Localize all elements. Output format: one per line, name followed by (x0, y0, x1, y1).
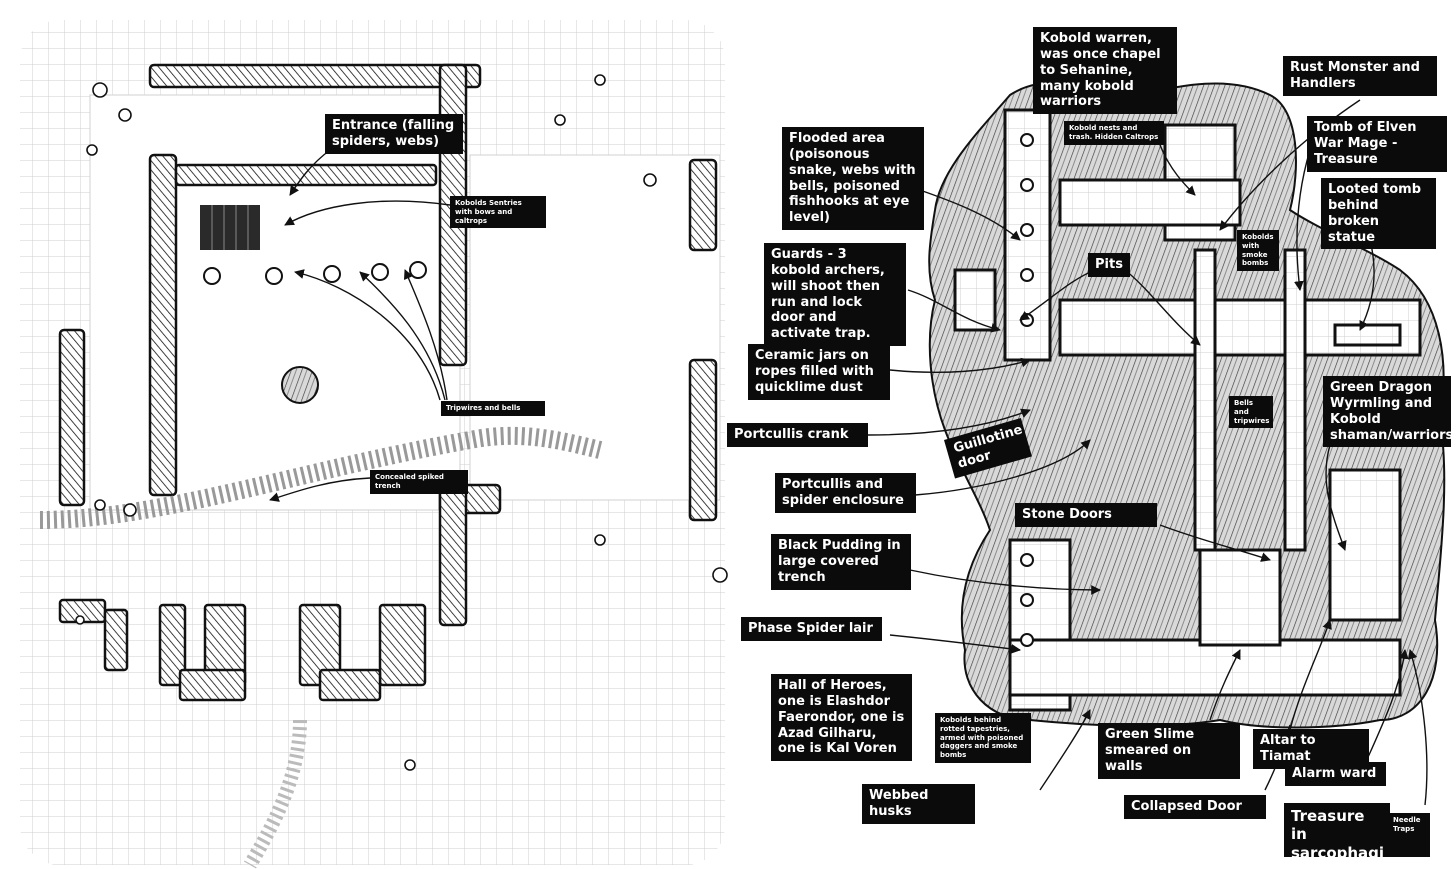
label-entrance: Entrance (falling spiders, webs) (325, 114, 463, 154)
label-kobold-warren: Kobold warren, was once chapel to Sehani… (1033, 27, 1177, 115)
label-green-slime: Green Slime smeared on walls (1098, 723, 1240, 779)
right-dungeon-map (867, 80, 1446, 806)
label-pits: Pits (1088, 253, 1130, 277)
label-green-dragon: Green Dragon Wyrmling and Kobold shaman/… (1323, 376, 1453, 448)
label-concealed-trench: Concealed spiked trench (370, 470, 468, 494)
label-tomb-elven: Tomb of Elven War Mage - Treasure (1307, 116, 1447, 172)
label-kobold-nests: Kobold nests and trash. Hidden Caltrops (1064, 121, 1164, 145)
label-ceramic-jars: Ceramic jars on ropes filled with quickl… (748, 344, 890, 400)
label-phase-spider: Phase Spider lair (741, 617, 882, 641)
left-ruins-map (20, 20, 728, 869)
label-kobold-sentries: Kobolds Sentries with bows and caltrops (450, 196, 546, 229)
label-kobolds-tapestries: Kobolds behind rotted tapestries, armed … (935, 713, 1031, 763)
label-flooded-area: Flooded area (poisonous snake, webs with… (782, 127, 924, 231)
label-needle-traps: Needle Traps (1388, 813, 1430, 857)
label-bells-tripwires: Bells and tripwires (1229, 396, 1273, 429)
label-stone-doors: Stone Doors (1015, 503, 1157, 527)
label-tripwires-bells: Tripwires and bells (441, 401, 545, 416)
label-portcullis-spider: Portcullis and spider enclosure (775, 473, 916, 513)
label-guards: Guards - 3 kobold archers, will shoot th… (764, 243, 906, 347)
label-treasure-sarcophagi: Treasure in sarcophagi (1284, 803, 1390, 862)
label-kobolds-smoke: Kobolds with smoke bombs (1237, 230, 1279, 271)
label-looted-tomb: Looted tomb behind broken statue (1321, 178, 1436, 250)
label-rust-monster: Rust Monster and Handlers (1283, 56, 1437, 96)
label-webbed-husks: Webbed husks (862, 784, 975, 824)
label-hall-heroes: Hall of Heroes, one is Elashdor Faerondo… (771, 674, 912, 762)
label-portcullis-crank: Portcullis crank (727, 423, 868, 447)
label-collapsed-door: Collapsed Door (1124, 795, 1266, 819)
label-black-pudding: Black Pudding in large covered trench (771, 534, 911, 590)
label-alarm-ward: Alarm ward (1285, 762, 1386, 786)
